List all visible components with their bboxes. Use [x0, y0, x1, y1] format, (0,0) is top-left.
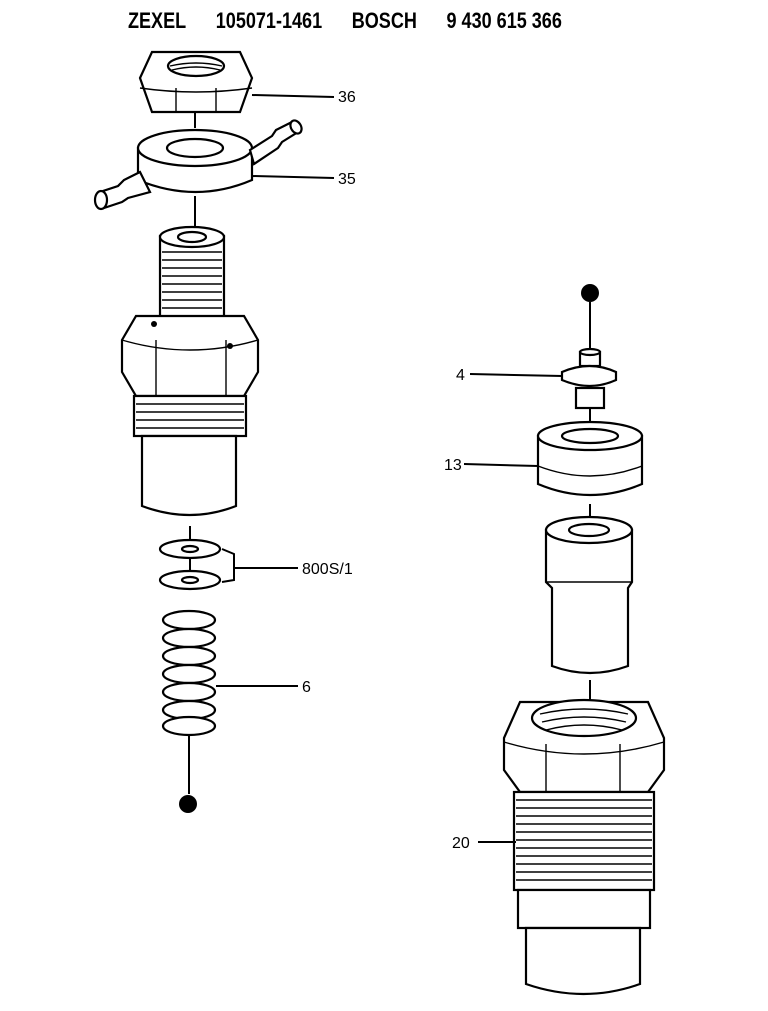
- callout-6: 6: [302, 679, 311, 696]
- part-6-spring: [161, 609, 217, 737]
- left-center-axis: [188, 112, 196, 794]
- callout-4: 4: [456, 367, 465, 384]
- leader-36: [251, 94, 335, 98]
- callout-36: 36: [338, 89, 356, 106]
- callout-13: 13: [444, 457, 462, 474]
- callout-20: 20: [452, 835, 470, 852]
- part-36-nut: [138, 50, 254, 114]
- brand-bosch: BOSCH: [351, 8, 417, 33]
- leader-13: [463, 463, 539, 467]
- part-4-pressure-pin: [560, 347, 618, 410]
- leader-35: [251, 175, 335, 179]
- part-800s1-shims: [158, 538, 235, 591]
- callout-35: 35: [338, 171, 356, 188]
- part-20-nozzle-nut: [502, 698, 666, 996]
- left-connection-dot: [179, 795, 197, 813]
- diagram-header: ZEXEL 105071-1461 BOSCH 9 430 615 366: [128, 8, 586, 34]
- callout-800s1: 800S/1: [302, 561, 353, 578]
- leader-4: [469, 373, 563, 377]
- part-number-bosch: 9 430 615 366: [446, 8, 562, 33]
- right-connection-dot: [581, 284, 599, 302]
- part-number-zexel: 105071-1461: [215, 8, 323, 33]
- nozzle: [544, 515, 634, 675]
- part-35-banjo-fitting: [93, 119, 303, 211]
- brand-zexel: ZEXEL: [128, 8, 187, 33]
- nozzle-holder-body: [120, 225, 260, 517]
- part-13-intermediate-disc: [536, 420, 644, 497]
